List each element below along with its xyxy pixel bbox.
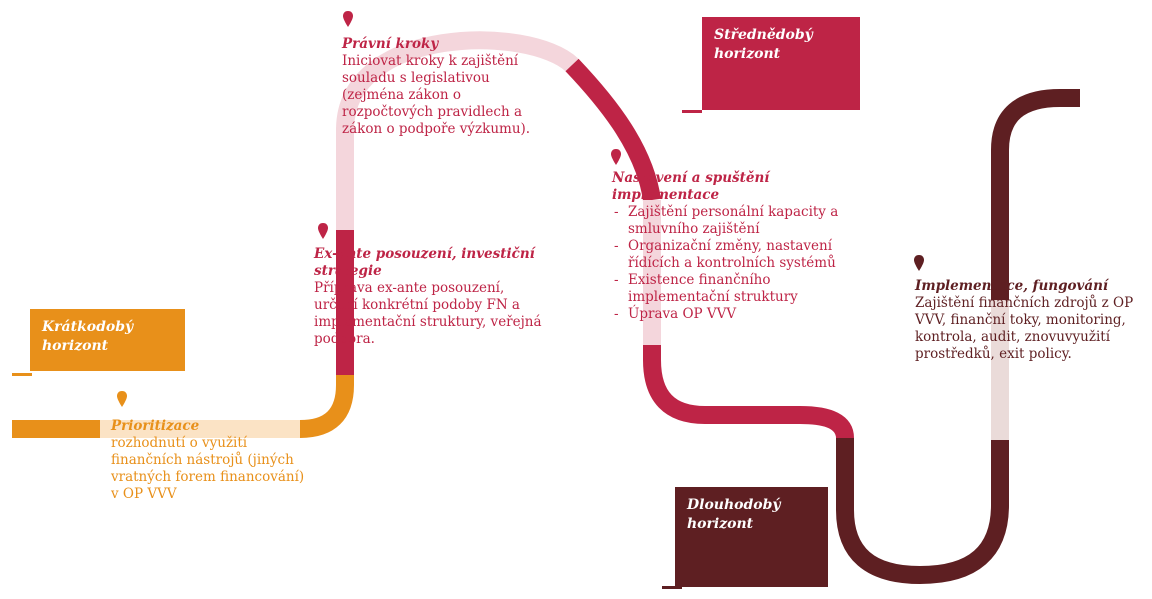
list-item: Úprava OP VVV — [612, 306, 852, 323]
stage-title: Ex-ante posouzení, investiční strategie — [314, 246, 535, 279]
map-pin-icon — [343, 11, 353, 27]
list-item: Zajištění personální kapacity a smluvníh… — [612, 204, 852, 238]
map-pin-icon — [318, 223, 328, 239]
road-arch-light — [336, 31, 579, 131]
stage-pravni-kroky: Právní kroky Iniciovat kroky k zajištění… — [342, 36, 552, 138]
road-crimson-bottom — [643, 345, 854, 440]
stage-list: Zajištění personální kapacity a smluvníh… — [612, 204, 852, 323]
short-horizon-box: Krátkodobý horizont — [30, 309, 185, 371]
stage-implementace: Implementace, fungování Zajištění finanč… — [915, 278, 1147, 363]
long-horizon-label: Dlouhodobý horizont — [687, 497, 781, 532]
stage-text: Iniciovat kroky k zajištění souladu s le… — [342, 53, 531, 137]
medium-horizon-accent — [682, 110, 702, 113]
stage-nastaveni: Nastavení a spuštění implementace Zajišt… — [612, 170, 852, 323]
stage-title: Prioritizace — [111, 418, 200, 434]
short-horizon-accent — [12, 373, 32, 376]
map-pin-icon — [117, 391, 127, 407]
stage-exante: Ex-ante posouzení, investiční strategie … — [314, 246, 549, 348]
road-maroon-u — [836, 438, 1009, 585]
stage-text: Příprava ex-ante posouzení, určení konkr… — [314, 280, 542, 347]
stage-title: Nastavení a spuštění implementace — [612, 170, 770, 203]
stage-title: Implementace, fungování — [915, 278, 1109, 294]
road-maroon-top — [991, 89, 1080, 300]
list-item: Existence finančního implementační struk… — [612, 272, 852, 306]
stage-text: rozhodnutí o využití finančních nástrojů… — [111, 435, 305, 502]
map-pin-icon — [611, 149, 621, 165]
medium-horizon-box: Střednědobý horizont — [702, 17, 860, 110]
stage-text: Zajištění finančních zdrojů z OP VVV, fi… — [915, 295, 1134, 362]
medium-horizon-label: Střednědobý horizont — [714, 27, 813, 62]
road-orange-curve — [299, 375, 354, 438]
short-horizon-label: Krátkodobý horizont — [42, 319, 134, 354]
long-horizon-box: Dlouhodobý horizont — [675, 487, 828, 587]
map-pin-icon — [914, 255, 924, 271]
list-item: Organizační změny, nastavení řídících a … — [612, 238, 852, 272]
stage-title: Právní kroky — [342, 36, 439, 52]
long-horizon-accent — [662, 586, 682, 589]
road-arch — [565, 58, 661, 202]
stage-prioritizace: Prioritizace rozhodnutí o využití finanč… — [111, 418, 311, 503]
